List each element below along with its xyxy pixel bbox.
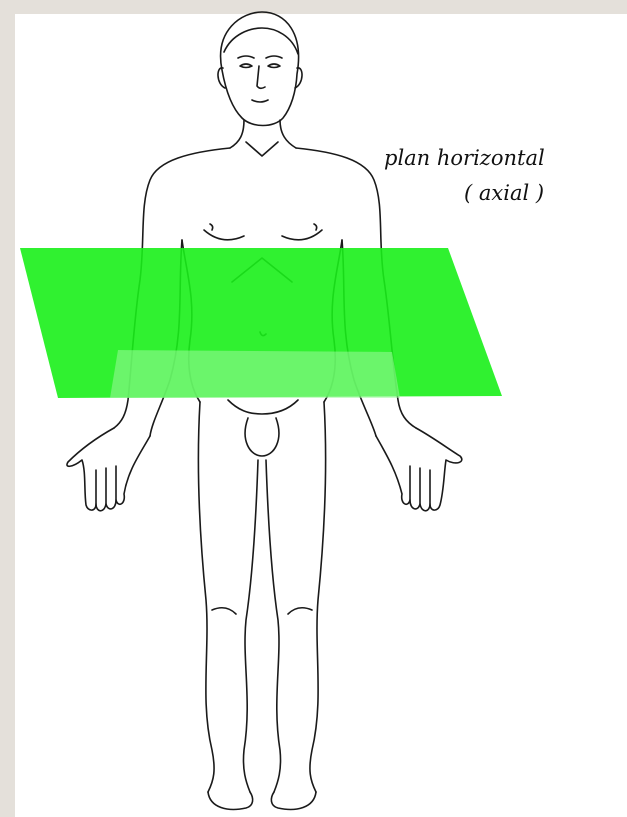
left-leg-inner [243,460,258,792]
mouth [252,100,268,102]
head [221,12,299,126]
right-foot [271,792,316,809]
left-hand [67,428,150,511]
neck-right [280,120,296,148]
right-nipple [314,224,317,230]
left-leg-outer [198,402,214,792]
groin [228,400,298,414]
right-eyebrow [266,56,282,58]
genitals [245,418,279,456]
left-eyebrow [238,56,254,58]
right-leg-inner [266,460,281,792]
plane-fold-highlight [110,350,400,398]
right-knee [288,608,312,614]
left-finger-lines [96,466,116,504]
left-eye [240,64,252,68]
left-pectoral [204,230,244,240]
right-eye [268,64,280,68]
nose [257,66,265,88]
right-leg-outer [310,402,326,792]
hair-line [224,28,298,54]
collarbone [246,142,278,156]
horizontal-plane [20,248,502,398]
right-hand [376,428,462,511]
left-knee [212,608,236,614]
label-line-2: ( axial ) [464,181,544,205]
neck-left [230,120,244,148]
right-pectoral [282,230,322,240]
right-finger-lines [410,466,430,504]
human-body-outline [67,12,462,809]
left-nipple [210,224,213,230]
label-line-1: plan horizontal [384,146,545,170]
left-foot [208,792,253,809]
plane-label: plan horizontal ( axial ) [384,146,545,205]
